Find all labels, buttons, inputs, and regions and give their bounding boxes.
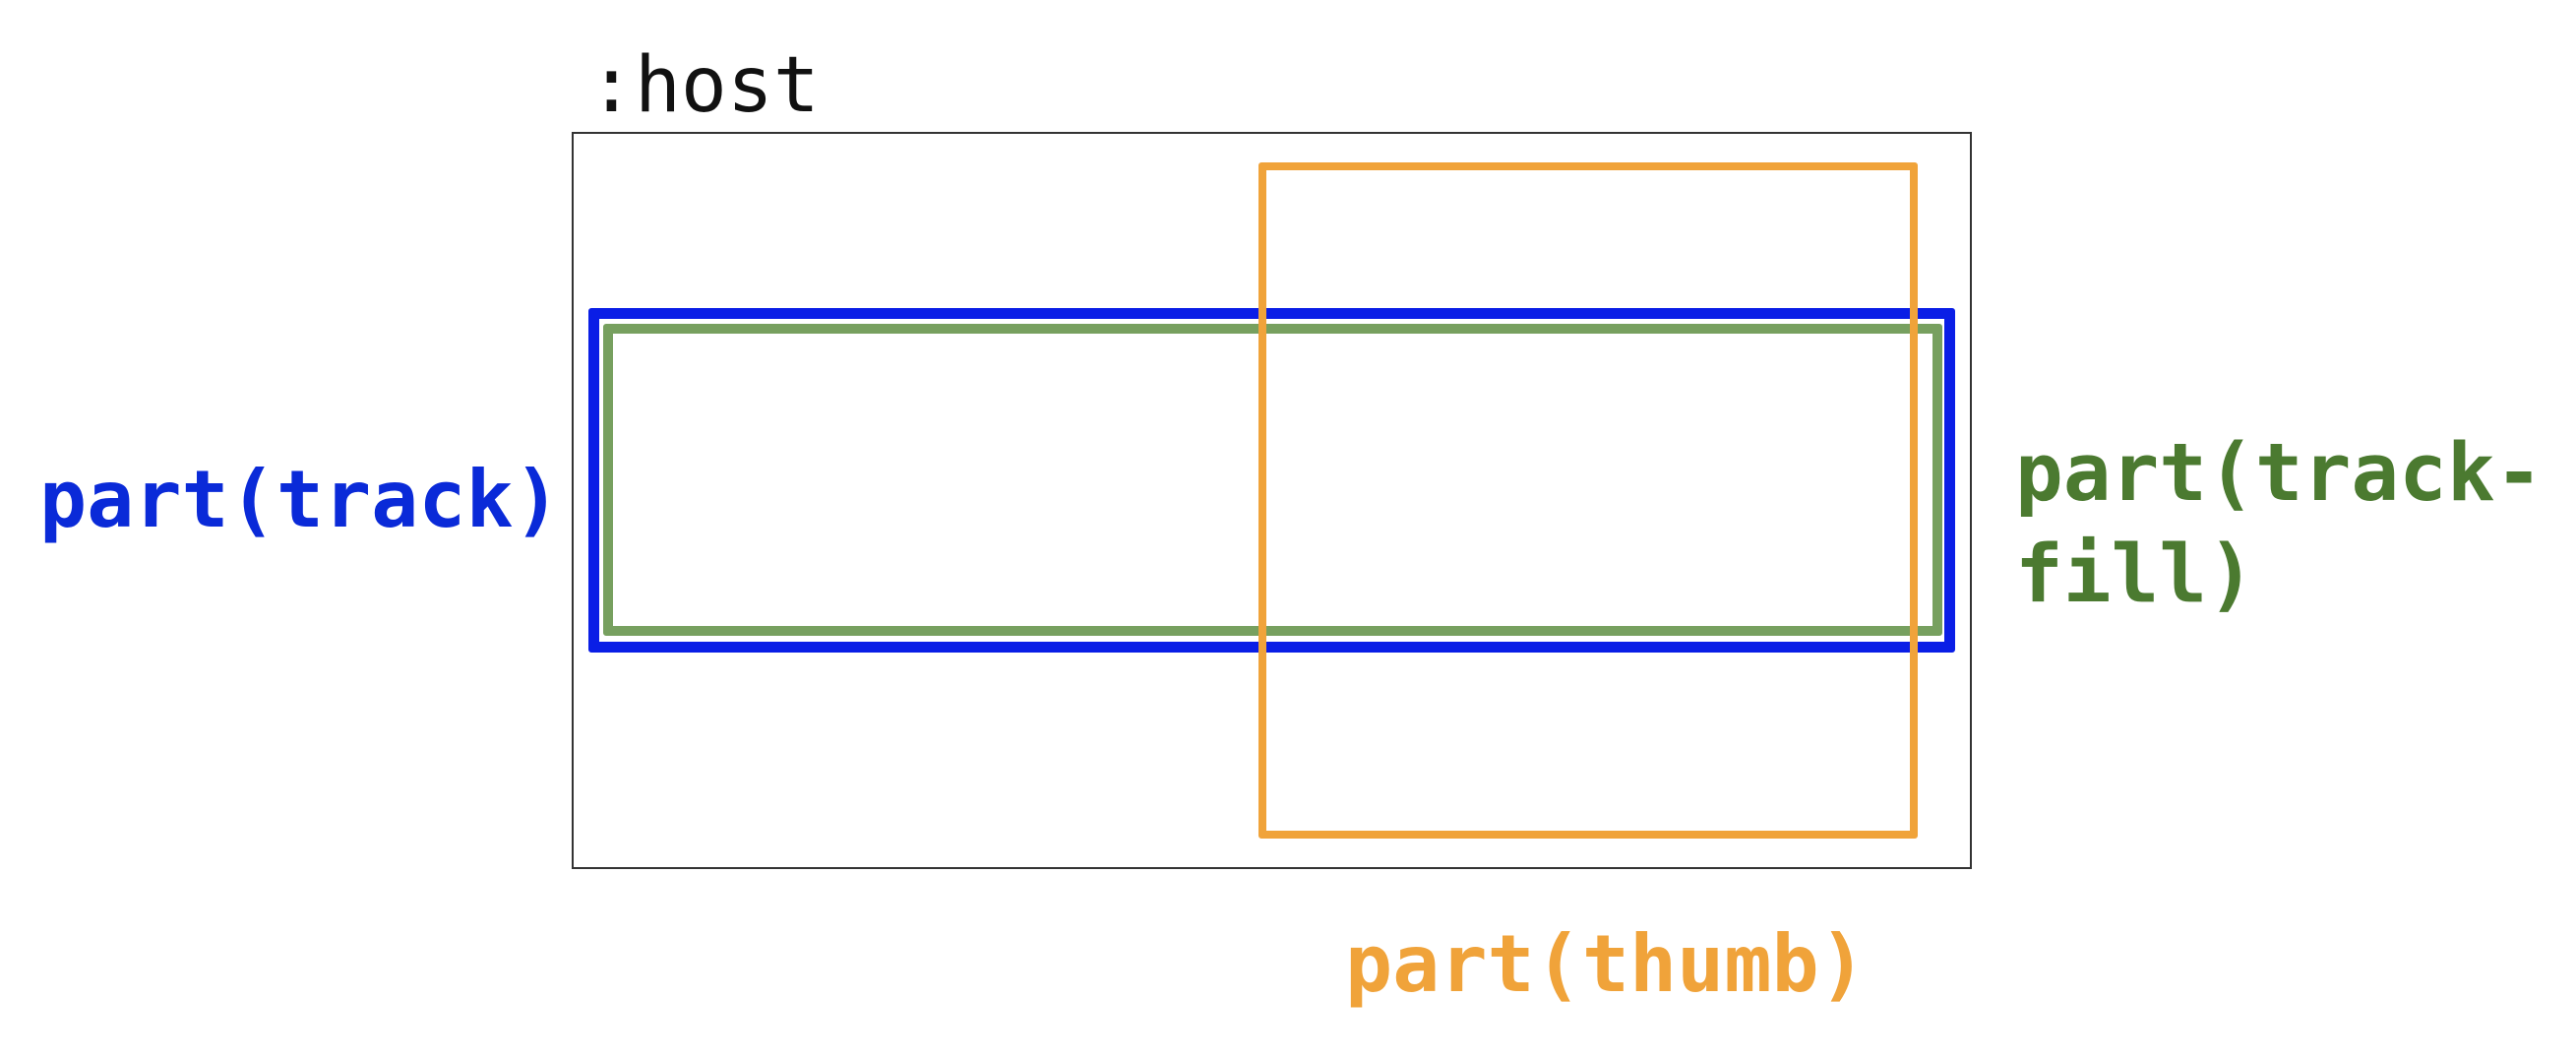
thumb-label: part(thumb) bbox=[1345, 918, 1867, 1010]
track-label: part(track) bbox=[39, 454, 561, 545]
track-fill-label-line2: fill) bbox=[2015, 529, 2255, 621]
track-fill-label-line1: part(track- bbox=[2015, 427, 2544, 520]
track-fill-box bbox=[603, 324, 1942, 636]
host-box bbox=[572, 132, 1972, 869]
host-label: :host bbox=[588, 41, 820, 130]
track-fill-label: part(track-fill) bbox=[2015, 423, 2566, 626]
track-box bbox=[588, 308, 1955, 653]
thumb-box bbox=[1258, 162, 1918, 839]
